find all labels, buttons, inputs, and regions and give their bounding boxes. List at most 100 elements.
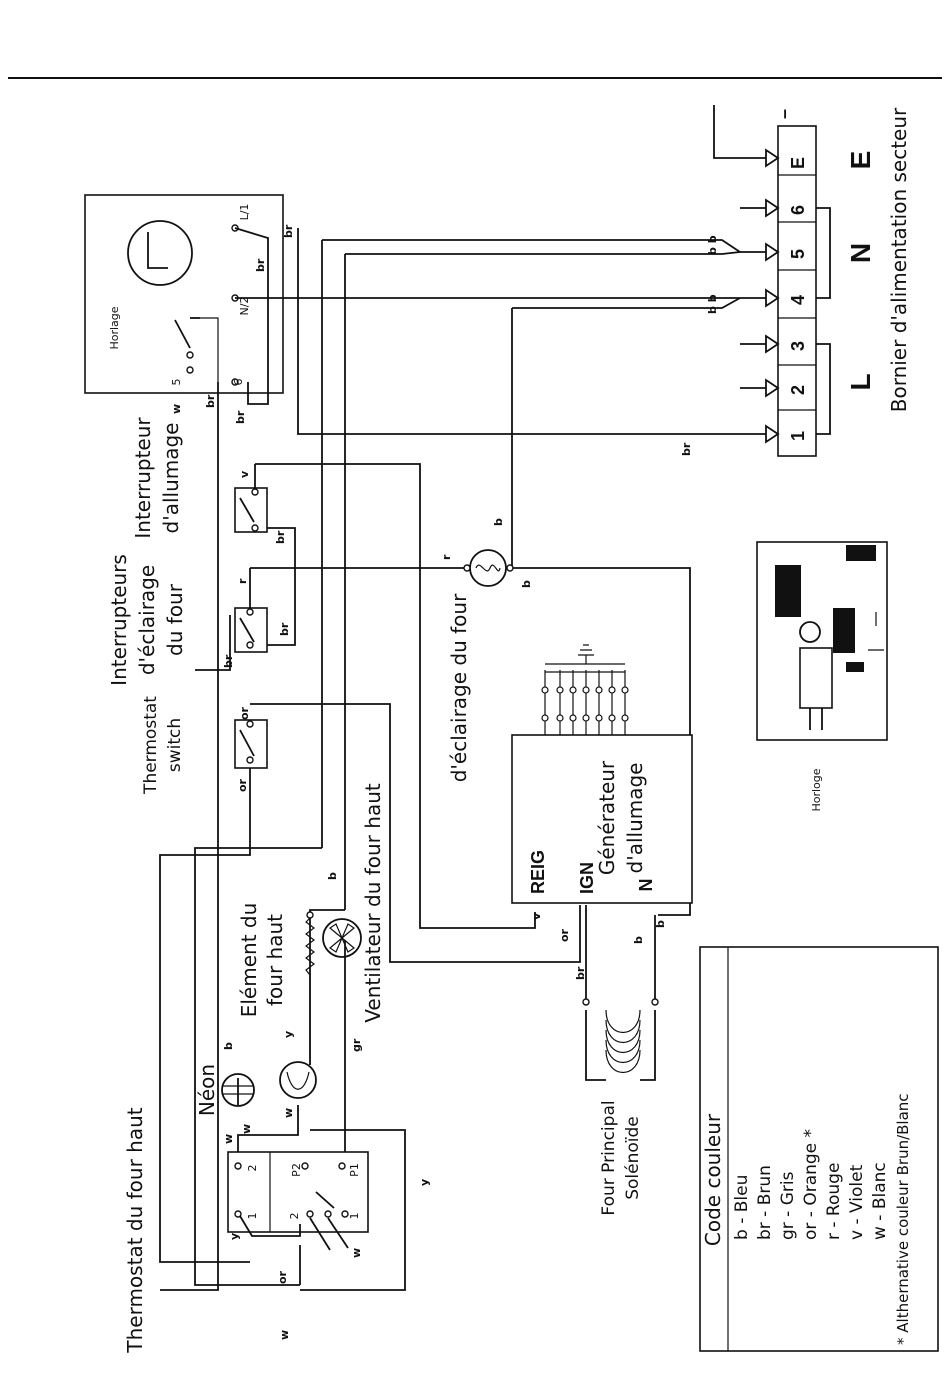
tag-or-4: or (276, 1270, 289, 1284)
terminal-block (713, 105, 831, 457)
tag-w-6: w (278, 1330, 291, 1340)
element-label-2: four haut (263, 914, 287, 1006)
ignition-switch-label-2: d'allumage (159, 423, 183, 534)
legend-entry-gr: gr - Gris (778, 1171, 798, 1240)
oven-thermostat (227, 1151, 369, 1251)
terminal-block-title: Bornier d'alimentation secteur (887, 107, 911, 412)
tag-b-2: b (520, 580, 533, 588)
tag-r-2: r (236, 578, 249, 584)
tag-b-1: b (492, 518, 505, 526)
pin-reig: REIG (528, 850, 548, 894)
pin-n: N (636, 879, 656, 892)
tag-br-4: br (234, 410, 247, 424)
terminal-1: 1 (788, 431, 808, 441)
tag-y-2: y (418, 1179, 431, 1186)
tag-w-1: w (170, 404, 183, 414)
legend-entry-v: v - Violet (847, 1164, 867, 1240)
tag-br-2: br (254, 258, 267, 272)
wires (159, 227, 741, 1291)
terminal-4: 4 (788, 295, 808, 305)
element-indicator (279, 1061, 317, 1099)
tag-or-3: or (558, 928, 571, 942)
light-switch-label-1: Interrupteurs (107, 554, 131, 686)
tag-v-2: v (530, 912, 543, 920)
fan (322, 918, 362, 958)
tag-w-4: w (240, 1124, 253, 1134)
neon-lamp (221, 1073, 255, 1107)
thermostat-switch (234, 719, 268, 769)
heating-element (305, 911, 315, 1065)
tag-b-3: b (326, 872, 339, 880)
pin-ign: IGN (577, 862, 597, 894)
element-label-1: Elément du (237, 903, 261, 1018)
tag-w-3: w (222, 1134, 235, 1144)
ignition-switch (234, 487, 268, 533)
wire-tags: br br br br w b b b b br v br b r b r br… (170, 224, 719, 1340)
thermo-pin-p1: P1 (348, 1163, 361, 1177)
legend-entry-b: b - Bleu (732, 1175, 752, 1240)
ignition-generator (511, 644, 693, 904)
thermostat-switch-label-1: Thermostat (141, 696, 161, 795)
legend-note: * Althernative couleur Brun/Blanc (894, 1093, 912, 1345)
legend-entry-or: or - Orange * (801, 1129, 821, 1240)
tag-y-1: y (282, 1031, 295, 1038)
generator-title-1: Générateur (595, 760, 619, 875)
tag-br-7: br (278, 622, 291, 636)
earth-lead (713, 105, 740, 159)
tag-gr-1: gr (350, 1038, 363, 1052)
label-L: L (845, 373, 876, 390)
legend-title: Code couleur (701, 1113, 725, 1246)
label-E: E (845, 151, 876, 170)
terminal-6: 6 (788, 205, 808, 215)
light-switch-label-2: d'éclairage (135, 565, 159, 675)
tag-br-6: br (274, 530, 287, 544)
terminal-connectors (740, 148, 780, 444)
terminal-3: 3 (788, 341, 808, 351)
legend-entry-r: r - Rouge (824, 1163, 844, 1240)
thermo-pin-2a: 2 (246, 1165, 259, 1172)
tag-b-4: b (632, 936, 645, 944)
tag-w-5: w (350, 1248, 363, 1258)
l-bridge (816, 343, 831, 435)
clock-pin-5: 5 (170, 379, 183, 386)
tag-or-1: or (238, 706, 251, 720)
tag-br-8: br (222, 654, 235, 668)
legend-entries: b - Bleu br - Brun gr - Gris or - Orange… (732, 1093, 912, 1345)
terminal-2: 2 (788, 385, 808, 395)
oven-lamp (463, 549, 514, 587)
thermostat-switch-label-2: switch (165, 718, 185, 772)
oven-lamp-label: d'éclairage du four (447, 593, 471, 782)
neon-label: Néon (195, 1064, 219, 1116)
color-code-legend (699, 946, 939, 1352)
clock-label: Horlage (108, 306, 121, 349)
thermo-pin-2b: 2 (288, 1213, 301, 1220)
clock-unit (84, 194, 284, 394)
thermo-pin-1a: 1 (246, 1213, 259, 1220)
terminal-E: E (788, 157, 808, 169)
light-switch-label-3: du four (163, 583, 187, 656)
solenoid-label-2: Solénoïde (623, 1116, 643, 1200)
tag-br-1: br (282, 224, 295, 238)
tag-bb-2: b b (706, 294, 719, 314)
thermostat-label: Thermostat du four haut (123, 1107, 147, 1353)
legend-entry-br: br - Brun (755, 1165, 775, 1240)
terminal-5: 5 (788, 249, 808, 259)
clock-inset (756, 541, 888, 741)
earth-mark: – (774, 109, 794, 119)
solenoid (582, 998, 659, 1081)
tag-v-1: v (238, 470, 251, 478)
tag-w-2: w (282, 1108, 295, 1118)
tag-y-3: y (228, 1233, 241, 1240)
clock-pin-n2: N/2 (238, 297, 251, 316)
tag-br-5: br (680, 442, 693, 456)
legend-entry-w: w - Blanc (870, 1162, 890, 1240)
tag-br-9: br (574, 966, 587, 980)
solenoid-label-1: Four Principal (599, 1100, 619, 1215)
generator-title-2: d'allumage (623, 763, 647, 874)
tag-br-3: br (204, 394, 217, 408)
ignition-switch-label-1: Interrupteur (131, 417, 155, 539)
thermo-pin-1b: 1 (348, 1213, 361, 1220)
tag-or-2: or (236, 778, 249, 792)
